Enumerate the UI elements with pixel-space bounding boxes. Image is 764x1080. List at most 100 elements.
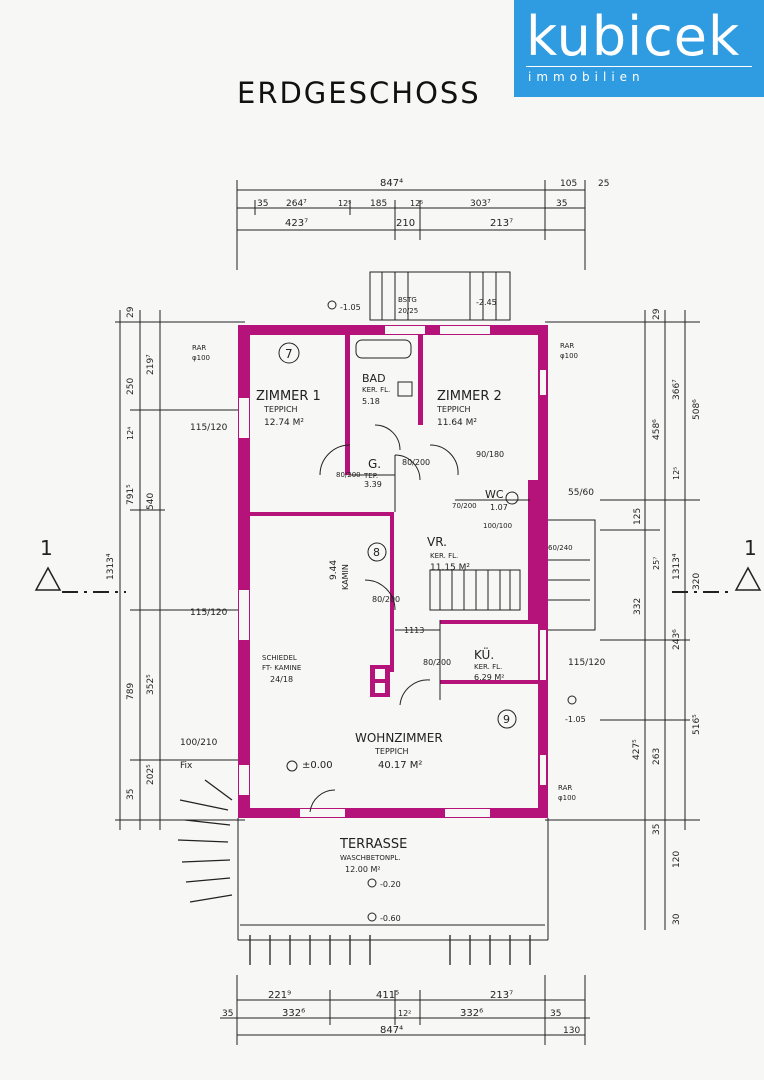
- room-name-kueche: KÜ.: [474, 646, 494, 662]
- brand-logo: kubicek immobilien: [514, 0, 764, 97]
- dim-top-total: 847⁴: [380, 178, 403, 189]
- brand-tagline: immobilien: [528, 70, 645, 84]
- dim-right-c3-2: 243⁶: [672, 629, 682, 650]
- dim-bot-r1-2: 213⁷: [490, 990, 513, 1001]
- door-label-5: 70/200: [452, 502, 477, 510]
- floor-title: ERDGESCHOSS: [237, 76, 481, 110]
- window-label-7: 60/240: [548, 544, 573, 552]
- ft-size-label: 24/18: [270, 675, 293, 684]
- dim-top-r1-1: 264⁷: [286, 199, 307, 209]
- room-floor-bad: KER. FL.: [362, 386, 390, 394]
- level-0-label: ±0.00: [302, 760, 333, 771]
- dim-right-c1-5: 263: [652, 748, 662, 765]
- dimension-lines-bottom: [220, 975, 590, 1045]
- garden-hatch: [177, 779, 531, 965]
- level-terrace-label: -0.20: [380, 880, 401, 889]
- room-floor-gang: TEP.: [363, 472, 378, 480]
- ft-kamine-label: FT- KAMINE: [262, 664, 301, 672]
- room-area-vorraum: 11.15 M²: [430, 563, 470, 573]
- dim-top-r2-1: 210: [396, 218, 415, 229]
- room-name-wohnzimmer: WOHNZIMMER: [355, 731, 443, 745]
- dim-right-c3-0: 366⁷: [672, 379, 682, 400]
- dim-left-c1-2: 12⁴: [126, 427, 135, 440]
- fix-label: Fix: [180, 761, 193, 771]
- dim-right-c2-0: 508⁶: [692, 399, 702, 420]
- dim-top-r1-0: 35: [257, 199, 268, 209]
- room-name-gang: G.: [368, 457, 381, 471]
- dim-right-c3-1: 12⁵: [672, 467, 681, 480]
- rar-right-label: RAR: [560, 342, 574, 350]
- dim-bot-r2-5: 130: [563, 1026, 580, 1036]
- level-terrace-icon: [367, 878, 377, 888]
- rar-left-label: RAR: [192, 344, 206, 352]
- dimension-lines-left: [115, 310, 245, 830]
- room-area-zimmer1: 12.74 M²: [264, 418, 304, 428]
- level-right-label: -1.05: [565, 715, 586, 724]
- dim-left-c1-1: 250: [126, 378, 136, 395]
- dim-top-r1-6: 35: [556, 199, 567, 209]
- dim-left-c1-4: 789: [126, 683, 136, 700]
- room-floor-terrasse: WASCHBETONPL.: [340, 854, 401, 862]
- level-garden-icon: [367, 912, 377, 922]
- dim-left-c2-1: 540: [146, 493, 156, 510]
- dim-bot-total: 847⁴: [380, 1025, 403, 1036]
- door-swings: [309, 424, 459, 813]
- room-number-circle-8: [367, 542, 387, 562]
- level-stair-top: -1.05: [340, 303, 361, 312]
- window-label-2: 115/120: [190, 608, 228, 618]
- brand-name: kubicek: [526, 5, 741, 68]
- dim-top-r1-2: 12⁵: [338, 199, 351, 208]
- dim-left-c2-3: 202⁵: [146, 764, 156, 785]
- window-label-3: 100/210: [180, 738, 218, 748]
- room-number-8: 8: [373, 546, 380, 559]
- dim-bot-r1-0: 221⁹: [268, 990, 291, 1001]
- schiedel-label: SCHIEDEL: [262, 654, 297, 662]
- dim-bot-r1-1: 411⁵: [376, 990, 399, 1001]
- dim-right-c1-3: 25⁷: [652, 557, 661, 570]
- level-garden-label: -0.60: [380, 914, 401, 923]
- brand-rule: [526, 66, 752, 67]
- dim-right-c1-6: 35: [652, 824, 662, 835]
- room-name-wc: WC: [485, 488, 504, 501]
- dim-right-c2-1: 320: [692, 573, 702, 590]
- window-label-1: 115/120: [190, 423, 228, 433]
- kamin-length: 9.44: [329, 560, 339, 580]
- room-number-circle-7: [278, 342, 300, 364]
- room-floor-kueche: KER. FL.: [474, 663, 502, 671]
- room-area-terrasse: 12.00 M²: [345, 865, 381, 874]
- room-name-vorraum: VR.: [427, 535, 447, 549]
- dim-right-c1-0: 29: [652, 308, 662, 320]
- room-name-bad: BAD: [362, 372, 386, 385]
- room-area-bad: 5.18: [362, 397, 380, 406]
- room-area-zimmer2: 11.64 M²: [437, 418, 477, 428]
- dim-top-r1-4: 12⁵: [410, 199, 423, 208]
- dim-top-right-2: 25: [598, 179, 609, 189]
- interior-walls: [250, 335, 538, 684]
- room-area-wc: 1.07: [490, 503, 508, 512]
- dim-top-r1-5: 303⁷: [470, 199, 491, 209]
- dim-left-c1-3: 791⁵: [126, 484, 136, 505]
- door-label-2: 80/200: [336, 471, 361, 479]
- dim-bot-r2-4: 35: [550, 1009, 561, 1019]
- room-area-kueche: 6.29 M²: [474, 673, 504, 682]
- level-stair-icon: [327, 300, 337, 310]
- rar-bottom-label: RAR: [558, 784, 572, 792]
- kamin-label: KAMIN: [341, 564, 350, 590]
- room-area-gang: 3.39: [364, 480, 382, 489]
- level-right-icon: [567, 695, 577, 705]
- stair-lower-label: 100/100: [483, 522, 512, 530]
- room-number-7: 7: [285, 347, 293, 361]
- bath-fixtures: [355, 339, 519, 505]
- dim-right-c3-3: 427⁵: [632, 739, 642, 760]
- room-name-zimmer1: ZIMMER 1: [256, 389, 321, 404]
- door-label-4: 80/200: [423, 658, 451, 667]
- dim-right-c1-4: 332: [633, 598, 643, 615]
- door-label-3: 80/200: [372, 595, 400, 604]
- rar-left-value: φ100: [192, 354, 210, 362]
- stair-bstg-label: BSTG: [398, 296, 417, 304]
- dimension-lines-top: [236, 180, 586, 270]
- dim-1113: 1113: [404, 626, 424, 635]
- room-name-zimmer2: ZIMMER 2: [437, 389, 502, 404]
- section-marker-left-number: 1: [40, 536, 53, 560]
